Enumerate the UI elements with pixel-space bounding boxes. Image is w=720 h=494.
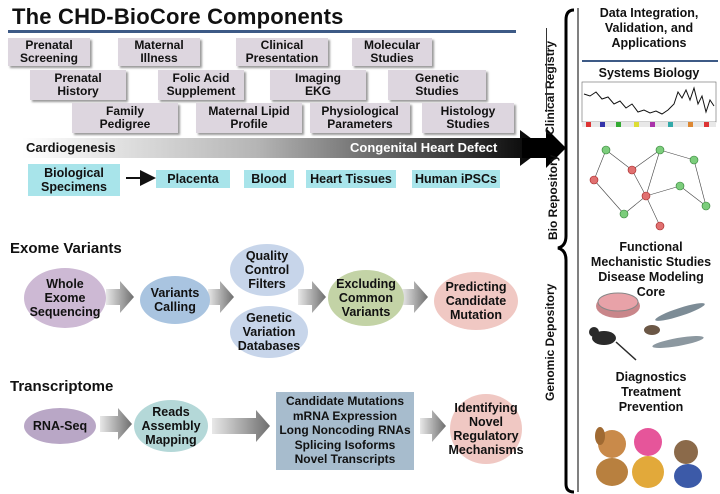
specimen-type: Blood [244, 170, 294, 188]
block-arrow [212, 410, 270, 442]
title-underline [8, 30, 516, 33]
transcriptome-heading: Transcriptome [10, 378, 114, 395]
block-arrow [298, 281, 326, 313]
gradient-arrow [22, 130, 544, 166]
block-arrow [106, 281, 134, 313]
exome-heading: Exome Variants [10, 240, 122, 257]
block-arrow [100, 408, 132, 440]
block-arrow [420, 410, 446, 442]
functional-studies-label: Functional Mechanistic Studies Disease M… [590, 240, 712, 299]
rnaseq-cloud: RNA-Seq [24, 408, 96, 444]
specimen-type: Human iPSCs [412, 170, 500, 188]
main-arrow [522, 128, 566, 168]
specimen-type: Placenta [156, 170, 230, 188]
cardiogenesis-label: Cardiogenesis [26, 140, 116, 155]
block-arrow [402, 281, 428, 313]
transcript-outputs-box: Candidate Mutations mRNA Expression Long… [276, 392, 414, 470]
diagnostics-label: Diagnostics Treatment Prevention [615, 370, 687, 414]
specimen-type: Heart Tissues [306, 170, 396, 188]
block-arrow [208, 281, 234, 313]
chd-label: Congenital Heart Defect [350, 140, 498, 155]
systems-biology-label: Systems Biology [598, 66, 700, 80]
right-panel-header: Data Integration, Validation, and Applic… [599, 6, 699, 50]
page-title: The CHD-BioCore Components [12, 4, 344, 29]
bracket [557, 8, 575, 494]
